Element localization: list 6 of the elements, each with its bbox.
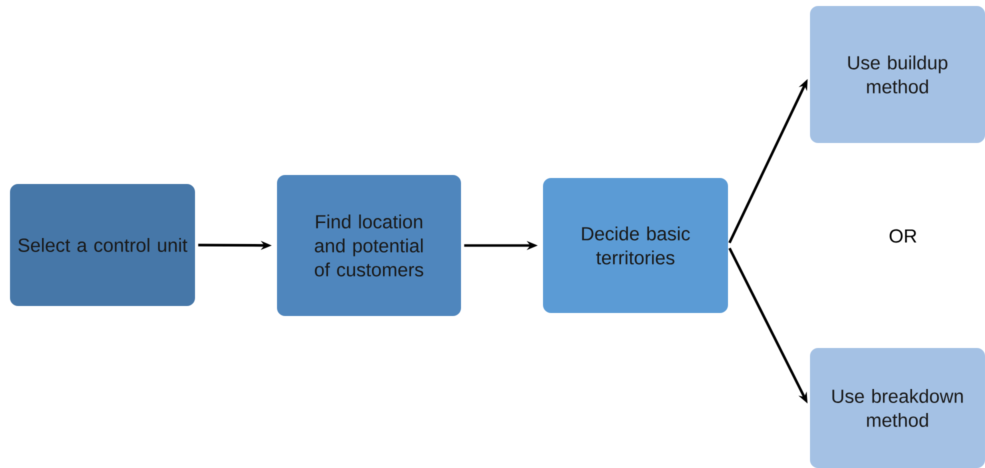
process-box: Use buildup method — [810, 6, 985, 143]
process-box: Decide basic territories — [543, 178, 728, 313]
process-box: Use breakdown method — [810, 348, 985, 468]
or-label: OR — [890, 229, 916, 243]
process-box: Select a control unit — [10, 184, 195, 306]
process-box: Find location and potential of customers — [277, 175, 461, 316]
